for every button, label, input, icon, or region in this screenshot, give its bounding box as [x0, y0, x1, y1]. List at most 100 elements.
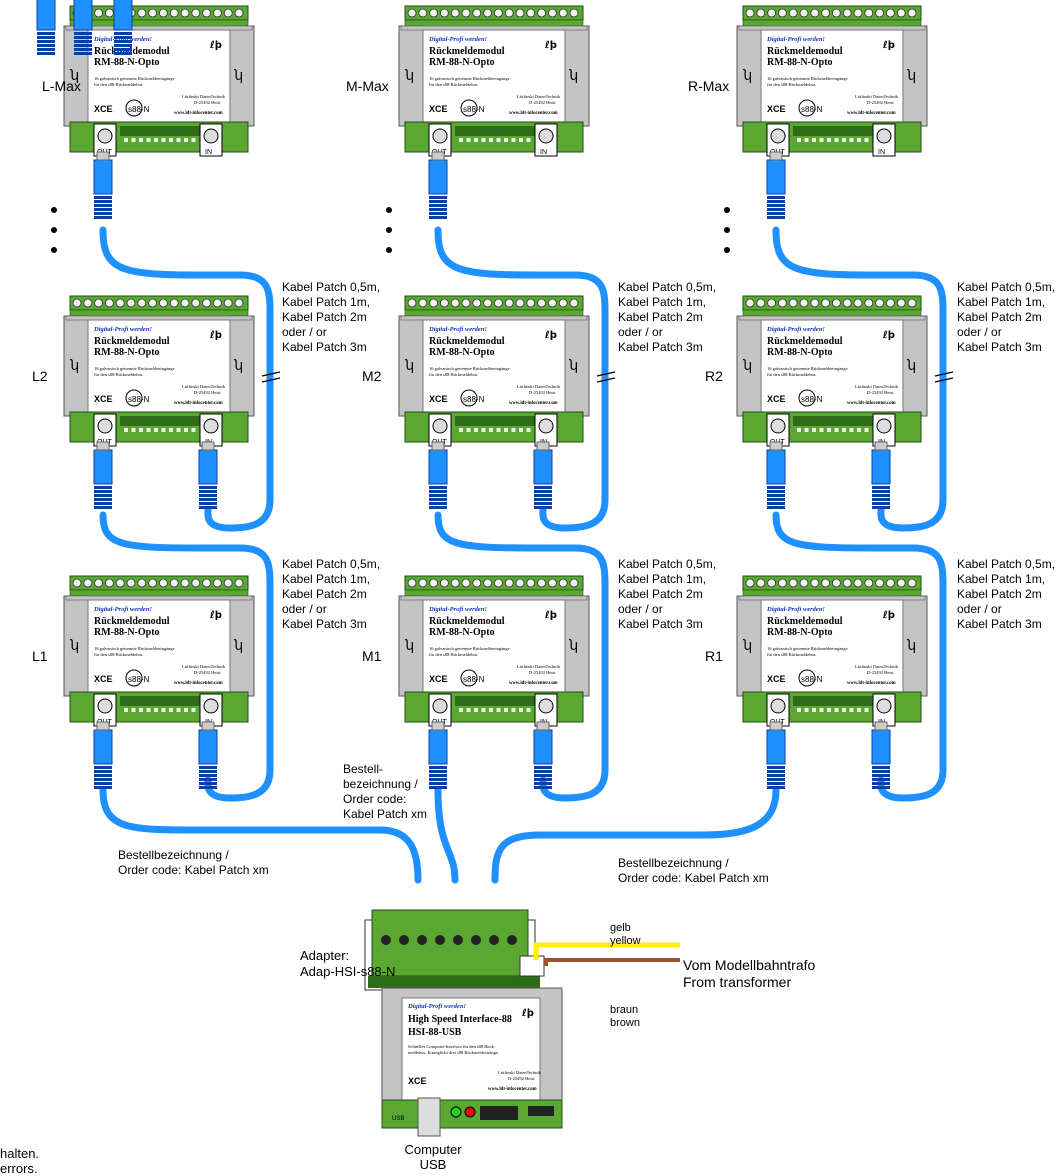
cable-patch-note-l-top: Kabel Patch 0,5m,Kabel Patch 1m,Kabel Pa… — [282, 280, 381, 354]
svg-text:Digital-Profi werden!: Digital-Profi werden! — [428, 606, 487, 613]
svg-text:Digital-Profi werden!: Digital-Profi werden! — [428, 326, 487, 333]
adapter-board — [364, 909, 545, 991]
svg-text:RM-88-N-Opto: RM-88-N-Opto — [429, 57, 495, 68]
status-led-red — [464, 1106, 476, 1118]
plug-out-m1 — [428, 721, 448, 789]
adapter-plug-right — [113, 0, 133, 55]
svg-text:XCE: XCE — [94, 674, 113, 684]
usb-socket — [417, 1097, 441, 1137]
svg-text:16 galvanisch getrennte Rückme: 16 galvanisch getrennte Rückmeldeeingäng… — [429, 366, 510, 371]
svg-text:ʮ: ʮ — [907, 68, 916, 84]
cable-r-middle — [772, 511, 947, 802]
svg-text:für den s88-Rückmeldebus: für den s88-Rückmeldebus — [94, 82, 143, 87]
svg-text:Rückmeldemodul: Rückmeldemodul — [94, 336, 170, 347]
module-label-m2: M2 — [362, 368, 382, 384]
svg-text:XCE: XCE — [429, 104, 448, 114]
svg-text:Digital-Profi werden!: Digital-Profi werden! — [407, 1003, 466, 1010]
cable-patch-note-r-bottom: Kabel Patch 0,5m,Kabel Patch 1m,Kabel Pa… — [957, 557, 1056, 631]
svg-text:XCE: XCE — [767, 104, 786, 114]
svg-text:Littfinski DatenTechnik: Littfinski DatenTechnik — [517, 384, 561, 389]
svg-text:s88-N: s88-N — [801, 675, 823, 684]
svg-text:16 galvanisch getrennte Rückme: 16 galvanisch getrennte Rückmeldeeingäng… — [94, 366, 175, 371]
svg-text:ʮ: ʮ — [569, 358, 578, 374]
status-led-green — [450, 1106, 462, 1118]
svg-text:Littfinski DatenTechnik: Littfinski DatenTechnik — [517, 94, 561, 99]
svg-text:Littfinski DatenTechnik: Littfinski DatenTechnik — [498, 1070, 542, 1075]
plug-in-r1 — [871, 721, 891, 789]
svg-text:ʮ: ʮ — [743, 358, 752, 374]
svg-text:IN: IN — [878, 149, 885, 156]
module-label-r2: R2 — [705, 368, 723, 384]
svg-text:XCE: XCE — [94, 394, 113, 404]
svg-text:IN: IN — [540, 149, 547, 156]
svg-text:RM-88-N-Opto: RM-88-N-Opto — [767, 627, 833, 638]
svg-text:Rückmeldemodul: Rückmeldemodul — [429, 616, 505, 627]
continuation-dots-l — [51, 207, 57, 253]
svg-text:für den s88-Rückmeldebus: für den s88-Rückmeldebus — [94, 652, 143, 657]
svg-text:D-25492 Heist: D-25492 Heist — [867, 670, 894, 675]
svg-text:für den s88-Rückmeldebus: für den s88-Rückmeldebus — [767, 372, 816, 377]
svg-text:Digital-Profi werden!: Digital-Profi werden! — [93, 36, 152, 43]
svg-text:ʮ: ʮ — [234, 638, 243, 654]
svg-text:Digital-Profi werden!: Digital-Profi werden! — [766, 36, 825, 43]
svg-text:s88-N: s88-N — [128, 675, 150, 684]
svg-text:s88-N: s88-N — [463, 395, 485, 404]
svg-text:RM-88-N-Opto: RM-88-N-Opto — [94, 57, 160, 68]
plug-in-l1 — [198, 721, 218, 789]
plug-out-m-max — [428, 151, 448, 219]
module-label-m-max: M-Max — [346, 78, 389, 94]
svg-text:Digital-Profi werden!: Digital-Profi werden! — [766, 606, 825, 613]
svg-text:Littfinski DatenTechnik: Littfinski DatenTechnik — [855, 94, 899, 99]
svg-text:für den s88-Rückmeldebus: für den s88-Rückmeldebus — [429, 372, 478, 377]
svg-text:ʮ: ʮ — [907, 638, 916, 654]
cable-patch-note-m-top: Kabel Patch 0,5m,Kabel Patch 1m,Kabel Pa… — [618, 280, 717, 354]
svg-text:www.ldt-infocenter.com: www.ldt-infocenter.com — [509, 681, 558, 686]
svg-text:D-25492 Heist: D-25492 Heist — [529, 390, 556, 395]
svg-text:Littfinski DatenTechnik: Littfinski DatenTechnik — [182, 384, 226, 389]
svg-text:ʮ: ʮ — [234, 68, 243, 84]
svg-text:ʮ: ʮ — [70, 68, 79, 84]
svg-text:Digital-Profi werden!: Digital-Profi werden! — [93, 326, 152, 333]
svg-text:RM-88-N-Opto: RM-88-N-Opto — [429, 627, 495, 638]
svg-text:ʮ: ʮ — [70, 638, 79, 654]
plug-out-r-max — [766, 151, 786, 219]
svg-text:www.ldt-infocenter.com: www.ldt-infocenter.com — [488, 1087, 537, 1092]
cable-patch-note-m-bottom: Kabel Patch 0,5m,Kabel Patch 1m,Kabel Pa… — [618, 557, 717, 631]
svg-text:www.ldt-infocenter.com: www.ldt-infocenter.com — [509, 111, 558, 116]
module-label-r-max: R-Max — [688, 78, 730, 94]
svg-text:www.ldt-infocenter.com: www.ldt-infocenter.com — [174, 401, 223, 406]
svg-text:Littfinski DatenTechnik: Littfinski DatenTechnik — [182, 94, 226, 99]
svg-text:für den s88-Rückmeldebus: für den s88-Rückmeldebus — [767, 652, 816, 657]
svg-text:für den s88-Rückmeldebus: für den s88-Rückmeldebus — [767, 82, 816, 87]
svg-text:Digital-Profi werden!: Digital-Profi werden! — [93, 606, 152, 613]
module-label-r1: R1 — [705, 648, 723, 664]
svg-text:RM-88-N-Opto: RM-88-N-Opto — [767, 347, 833, 358]
plug-in-m1 — [533, 721, 553, 789]
cable-patch-note-l-bottom: Kabel Patch 0,5m,Kabel Patch 1m,Kabel Pa… — [282, 557, 381, 631]
svg-text:ʮ: ʮ — [907, 358, 916, 374]
svg-text:Littfinski DatenTechnik: Littfinski DatenTechnik — [182, 664, 226, 669]
svg-text:Rückmeldemodul: Rückmeldemodul — [94, 616, 170, 627]
svg-text:ℓþ: ℓþ — [209, 610, 222, 621]
break-mark-r — [934, 371, 954, 383]
svg-text:D-25492 Heist: D-25492 Heist — [194, 390, 221, 395]
svg-text:XCE: XCE — [408, 1076, 427, 1086]
cable-r-top — [772, 226, 947, 532]
svg-text:ʮ: ʮ — [569, 68, 578, 84]
svg-text:Littfinski DatenTechnik: Littfinski DatenTechnik — [855, 664, 899, 669]
svg-text:D-25492 Heist: D-25492 Heist — [867, 100, 894, 105]
break-mark-m — [596, 371, 616, 383]
cable-to-adapter-middle — [434, 786, 459, 884]
adapter-plug-middle — [73, 0, 93, 55]
brown-wire — [544, 958, 680, 966]
plug-out-r1 — [766, 721, 786, 789]
svg-text:D-25492 Heist: D-25492 Heist — [529, 100, 556, 105]
svg-text:IN: IN — [205, 149, 212, 156]
svg-text:RM-88-N-Opto: RM-88-N-Opto — [429, 347, 495, 358]
